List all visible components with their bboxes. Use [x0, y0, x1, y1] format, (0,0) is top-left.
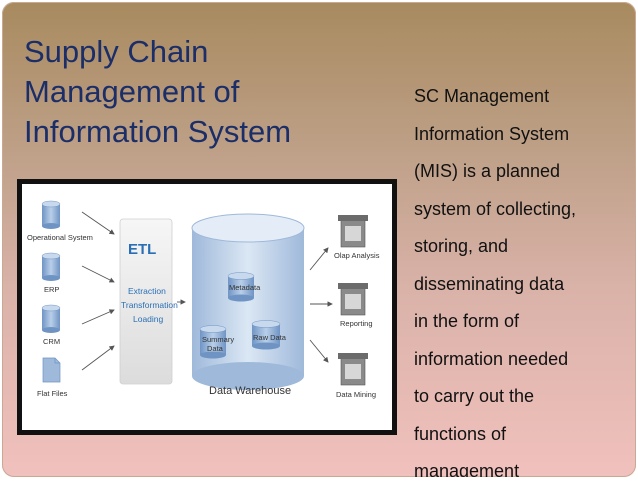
body-line: to carry out the	[414, 386, 535, 406]
summary-data-db-icon	[199, 325, 227, 359]
data-mining-icon	[338, 353, 368, 386]
etl-step-extraction: Extraction	[128, 286, 166, 296]
etl-step-loading: Loading	[133, 314, 164, 324]
data-warehouse-icon	[191, 213, 305, 390]
title-line: Management of	[24, 74, 240, 109]
body-line: SC Management	[414, 86, 550, 106]
source-label-erp: ERP	[44, 285, 59, 294]
body-line: in the form of	[414, 311, 520, 331]
output-label-data-mining: Data Mining	[336, 390, 376, 399]
metadata-db-icon	[227, 272, 255, 302]
body-line: storing, and	[414, 236, 509, 256]
summary-label-line2: Data	[207, 344, 224, 353]
raw-data-label: Raw Data	[253, 333, 287, 342]
output-arrows	[309, 247, 333, 363]
etl-box	[119, 218, 173, 385]
title-line: Supply Chain	[24, 34, 209, 69]
body-line: functions of	[414, 423, 507, 444]
body-text: SC Management Information System (MIS) i…	[414, 78, 624, 477]
diagram-canvas: Operational System ERP CRM	[27, 200, 380, 399]
etl-title: ETL	[128, 241, 156, 258]
database-icon	[41, 252, 61, 281]
etl-step-transformation: Transformation	[121, 300, 178, 310]
body-line: system of collecting,	[414, 198, 577, 219]
output-label-reporting: Reporting	[340, 319, 373, 328]
body-line: Information System	[414, 123, 570, 144]
source-label-operational: Operational System	[27, 233, 93, 242]
database-icon	[41, 200, 61, 229]
metadata-label: Metadata	[229, 283, 261, 292]
title-line: Information System	[24, 114, 292, 149]
output-label-olap: Olap Analysis	[334, 251, 380, 260]
reporting-icon	[338, 283, 368, 316]
raw-data-db-icon	[251, 320, 281, 350]
data-warehouse-diagram: Operational System ERP CRM	[22, 184, 392, 430]
data-warehouse-label: Data Warehouse	[209, 385, 291, 397]
source-label-flat-files: Flat Files	[37, 389, 68, 398]
data-warehouse-diagram-frame: Operational System ERP CRM	[17, 179, 397, 435]
body-line: information needed	[414, 348, 569, 369]
summary-label-line1: Summary	[202, 335, 234, 344]
body-line: (MIS) is a planned	[414, 161, 561, 181]
body-line: management	[414, 461, 520, 477]
slide-title: Supply Chain Management of Information S…	[24, 32, 364, 152]
olap-analysis-icon	[338, 215, 368, 248]
body-line: disseminating data	[414, 273, 565, 294]
source-label-crm: CRM	[43, 337, 60, 346]
database-icon	[41, 304, 61, 333]
source-arrows	[81, 211, 115, 371]
file-icon	[42, 357, 61, 383]
